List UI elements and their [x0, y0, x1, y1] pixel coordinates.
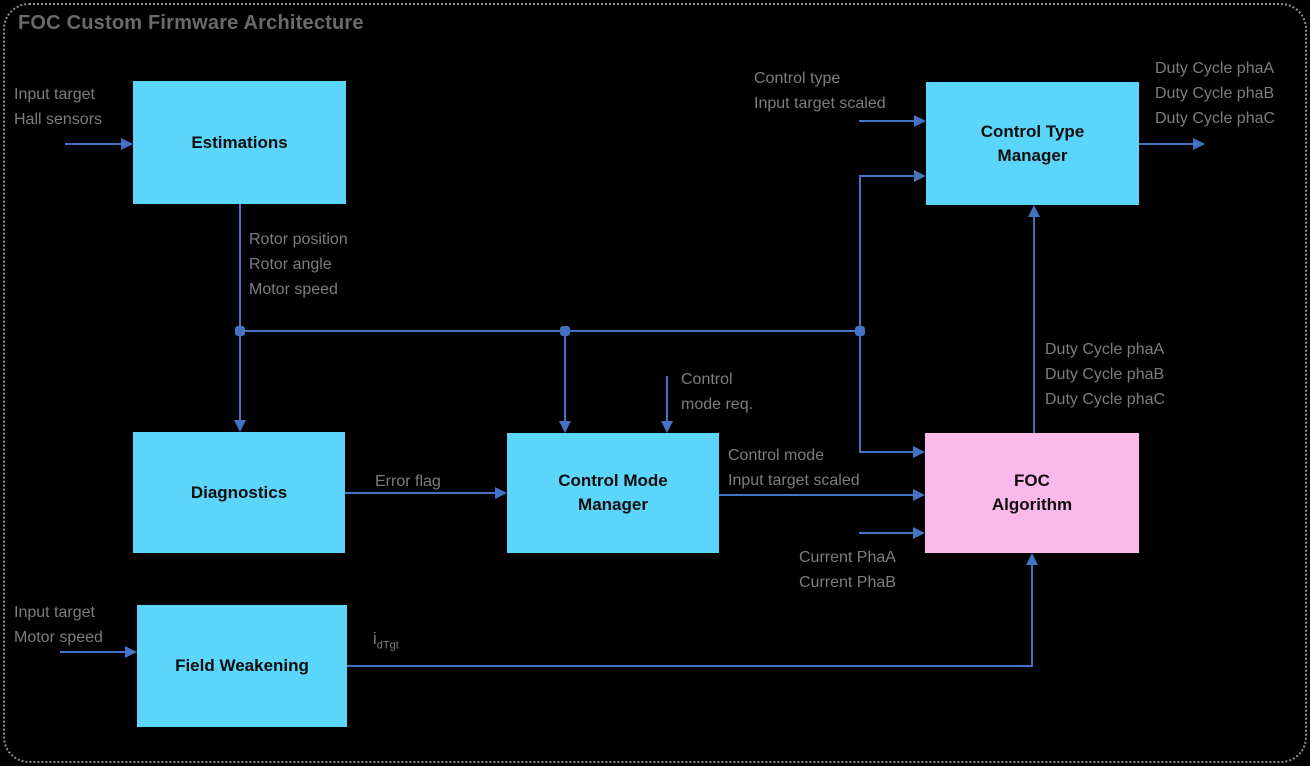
- line-idtgt-horizontal: [347, 665, 1033, 667]
- arrowhead-error-flag: [495, 487, 507, 499]
- block-estimations-label: Estimations: [191, 132, 288, 152]
- label-current-inputs: Current PhaA Current PhaB: [799, 549, 896, 591]
- line-foc-input1: [859, 451, 914, 453]
- line-current-inputs: [859, 532, 914, 534]
- label-error-flag: Error flag: [375, 473, 441, 490]
- arrowhead-estimations-input: [121, 138, 133, 150]
- line-diagnostics-down: [239, 331, 241, 420]
- line-foc-output-up: [1033, 216, 1035, 433]
- arrowhead-control-type-input1: [914, 115, 926, 127]
- block-control-mode-manager-label-line1: Control Mode: [558, 471, 668, 490]
- block-diagnostics: Diagnostics: [133, 432, 345, 553]
- block-estimations: Estimations: [133, 81, 346, 204]
- line-bus-up: [859, 175, 861, 332]
- arrowhead-field-weakening-input: [125, 646, 137, 658]
- line-idtgt-vertical: [1031, 565, 1033, 667]
- label-duty-cycle-output: Duty Cycle phaA Duty Cycle phaB Duty Cyc…: [1155, 60, 1276, 127]
- block-foc-algorithm: FOC Algorithm: [925, 433, 1139, 553]
- line-error-flag: [345, 492, 496, 494]
- label-duty-cycle-foc: Duty Cycle phaA Duty Cycle phaB Duty Cyc…: [1045, 341, 1166, 408]
- arrowhead-idtgt-up: [1026, 553, 1038, 565]
- block-diagnostics-label: Diagnostics: [190, 482, 288, 502]
- line-control-type-input2: [859, 175, 915, 177]
- label-rotor-signals: Rotor position Rotor angle Motor speed: [249, 231, 348, 298]
- arrowhead-control-mode-req: [661, 421, 673, 433]
- arrowhead-control-type-output: [1193, 138, 1205, 150]
- block-control-mode-manager: Control Mode Manager: [507, 433, 719, 553]
- block-field-weakening: Field Weakening: [137, 605, 347, 727]
- line-bus-down: [859, 331, 861, 452]
- line-bus-horizontal: [239, 330, 861, 332]
- line-estimations-input: [65, 143, 122, 145]
- line-control-mode-req: [666, 376, 668, 422]
- arrowhead-control-mode-output: [913, 489, 925, 501]
- block-foc-algorithm-label-line2: Algorithm: [991, 495, 1073, 514]
- label-control-mode-req: Control mode req.: [681, 371, 754, 413]
- label-estimations-input: Input target Hall sensors: [14, 86, 103, 128]
- arrowhead-current-inputs: [913, 527, 925, 539]
- line-control-mode-down: [564, 331, 566, 421]
- diagram-title: FOC Custom Firmware Architecture: [18, 12, 364, 34]
- arrowhead-control-type-input2: [914, 170, 926, 182]
- line-control-mode-output: [719, 494, 914, 496]
- block-control-mode-manager-label-line2: Manager: [578, 495, 648, 514]
- arrowhead-control-mode-down: [559, 421, 571, 433]
- label-control-mode-output: Control mode Input target scaled: [728, 447, 860, 489]
- label-field-weakening-input: Input target Motor speed: [14, 604, 103, 646]
- label-control-type-input: Control type Input target scaled: [754, 70, 886, 112]
- block-control-type-manager-label-line2: Manager: [997, 145, 1068, 165]
- arrowhead-foc-input1: [913, 446, 925, 458]
- block-field-weakening-label: Field Weakening: [175, 656, 309, 675]
- line-control-type-output: [1139, 143, 1194, 145]
- block-control-type-manager: Control Type Manager: [926, 82, 1139, 205]
- line-control-type-input1: [859, 120, 915, 122]
- line-field-weakening-input: [60, 651, 126, 653]
- block-control-type-manager-label-line1: Control Type: [980, 121, 1085, 141]
- label-idtgt: idTgt: [373, 629, 399, 652]
- line-estimations-down: [239, 204, 241, 332]
- arrowhead-diagnostics-down: [234, 420, 246, 432]
- block-foc-algorithm-label-line1: FOC: [1014, 471, 1050, 490]
- arrowhead-foc-output-up: [1028, 205, 1040, 217]
